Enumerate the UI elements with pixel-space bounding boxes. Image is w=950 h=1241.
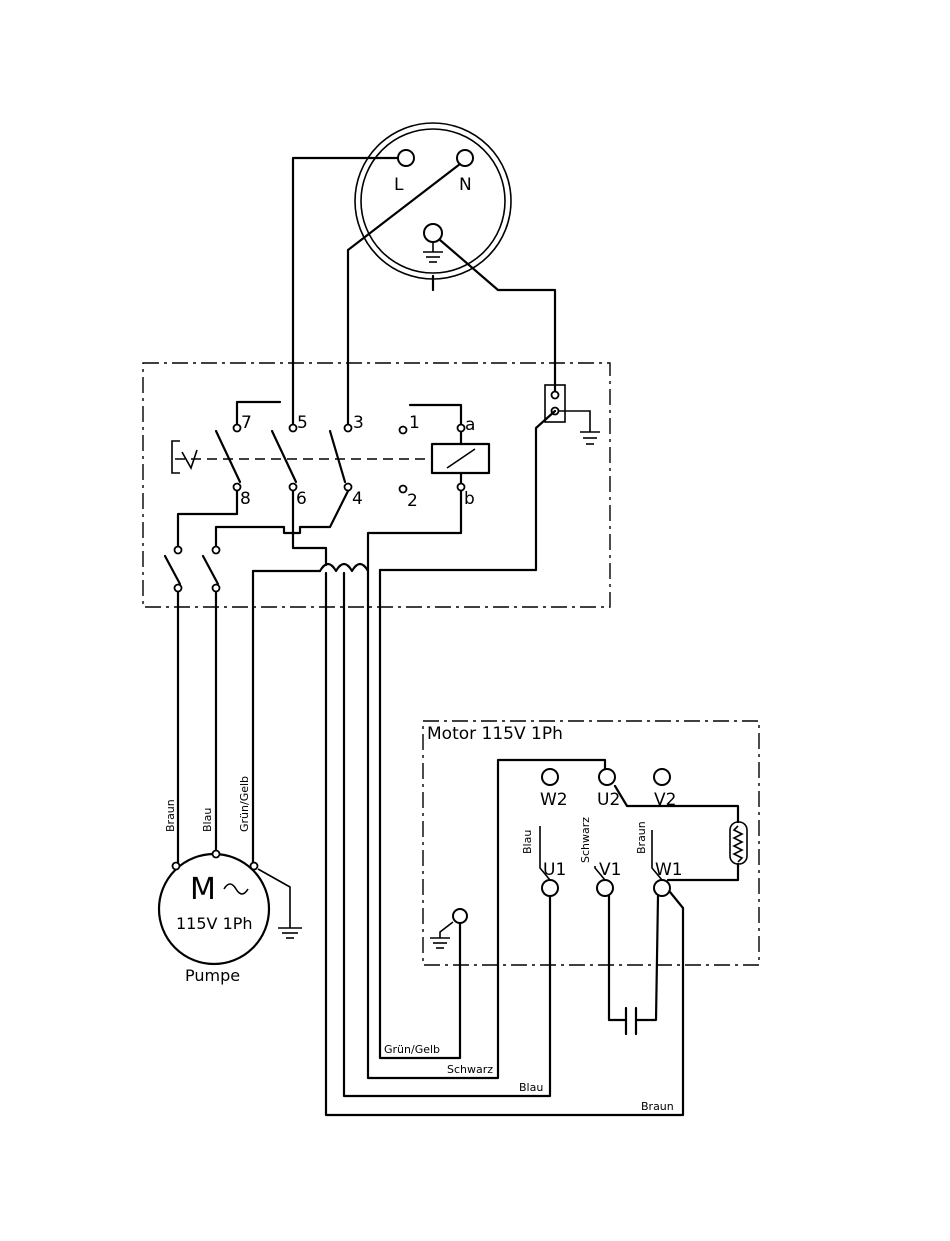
terminal-4 [345,484,352,491]
switch-l-top [175,547,182,554]
motor-label-w2: W2 [540,790,568,810]
wire-crossing-humps [320,564,368,571]
switch-box-outline [143,363,610,607]
pump-terminal-gruen-gelb [251,863,258,870]
wire-n-to-3 [348,164,460,428]
terminal-a [458,425,465,432]
switch-r-bottom [213,585,220,592]
switch-blade-5-6 [272,431,296,482]
plug-label-l: L [394,175,404,195]
plug-terminal-l [398,150,414,166]
label-1: 1 [409,413,420,433]
cable-label-schwarz: Schwarz [447,1063,493,1076]
terminal-3 [345,425,352,432]
earth-terminal-block [545,385,600,444]
wire-gruen-gelb-motor [380,570,460,1058]
motor-title: Motor 115V 1Ph [427,724,563,744]
cable-label-braun: Braun [641,1100,674,1113]
switch-blade-r [203,556,218,584]
wire-v1-capacitor [609,896,626,1020]
label-2: 2 [407,491,418,511]
switch-r-top [213,547,220,554]
cable-label-gruen-gelb: Grün/Gelb [384,1043,440,1056]
terminal-7 [234,425,241,432]
plug-label-n: N [459,175,472,195]
pump-motor-circle [159,854,269,964]
label-b: b [464,489,475,509]
label-6: 6 [296,489,307,509]
motor-earth-icon [430,922,453,948]
earth-icon [423,242,443,262]
switch-l-bottom [175,585,182,592]
wire-w1-capacitor [636,896,658,1020]
wire-u2-to-protector [615,786,738,822]
switch-blade-7-8 [216,431,240,482]
cable-label-blau: Blau [519,1081,543,1094]
pump-motor: M 115V 1Ph [159,851,269,965]
motor-wire-label-schwarz: Schwarz [579,817,592,863]
wire-earth-to-terminal [440,240,555,392]
ac-sine-icon [224,884,248,894]
terminal-1 [400,427,407,434]
motor-terminal-v1 [597,880,613,896]
motor-terminal-w1 [654,880,670,896]
wire-schwarz-motor [368,565,605,1078]
pump-wire-label-braun: Braun [164,799,177,832]
motor-terminal-u2 [599,769,615,785]
motor-terminal-w2 [542,769,558,785]
motor-wire-label-blau: Blau [521,830,534,854]
switch-blade-3-4 [330,431,345,482]
wire-8-to-sw1 [178,491,237,548]
terminal-5 [290,425,297,432]
label-a: a [465,415,475,435]
pump-terminal-braun [173,863,180,870]
pump-terminal-blau [213,851,220,858]
relay-coil [432,432,489,483]
label-5: 5 [297,413,308,433]
pump-rating: 115V 1Ph [176,914,253,933]
pump-wire-label-gruen-gelb: Grün/Gelb [238,776,251,832]
thermal-protector-coil-icon [734,826,742,862]
wire-blau-motor [344,573,550,1096]
pump-name: Pumpe [185,966,240,985]
wire-4-to-sw2 [216,491,348,548]
motor-wire-label-braun: Braun [635,821,648,854]
pump-motor-symbol: M [190,872,216,907]
terminal-2 [400,486,407,493]
label-4: 4 [352,489,363,509]
label-3: 3 [353,413,364,433]
switch-blade-l [165,556,180,584]
motor-terminal-u1 [542,880,558,896]
label-8: 8 [240,489,251,509]
wire-l-to-5 [293,158,397,428]
motor-terminal-v2 [654,769,670,785]
push-actuator-icon [172,441,197,473]
pump-wire-label-blau: Blau [201,808,214,832]
plug-outer-ring [355,123,511,279]
power-plug: L N [355,123,511,290]
motor-label-u2: U2 [597,790,620,810]
label-7: 7 [241,413,252,433]
motor-earth-terminal [453,909,467,923]
